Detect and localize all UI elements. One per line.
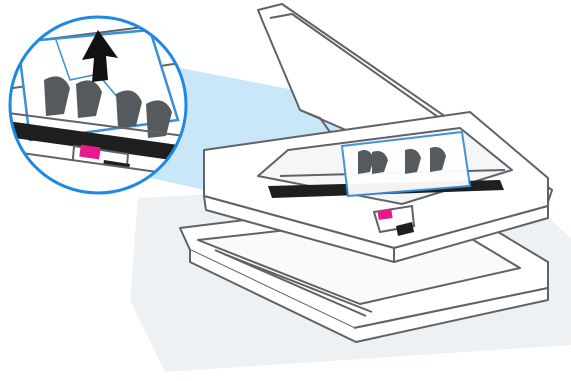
paper-jam-illustration	[0, 0, 571, 381]
